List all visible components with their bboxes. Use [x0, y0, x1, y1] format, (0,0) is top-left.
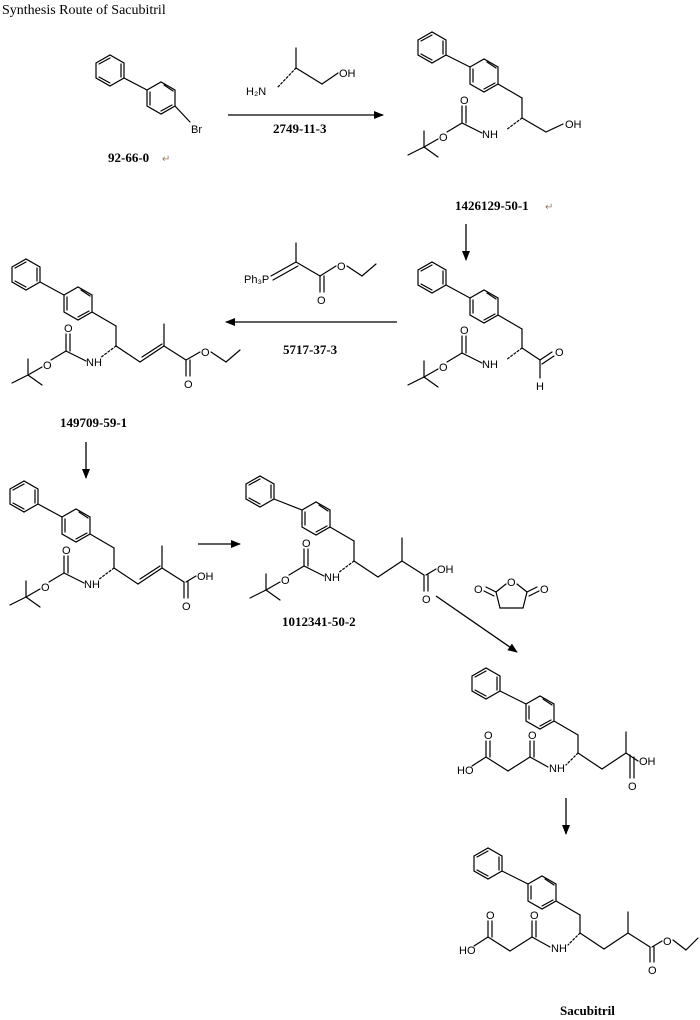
atom-label-o: O — [281, 575, 290, 587]
compound-sacubitril: O O NH O O HO — [459, 847, 699, 977]
atom-label-o: O — [64, 323, 73, 335]
atom-label-o: O — [422, 594, 431, 606]
cas-number-2749-11-3: 2749-11-3 — [273, 121, 327, 136]
atom-label-ph3p: Ph₃P — [244, 274, 269, 286]
cas-number-5717-37-3: 5717-37-3 — [283, 342, 338, 357]
compound-boc-amino-alcohol: OH NH O O — [407, 31, 582, 158]
atom-label-oh: OH — [437, 564, 454, 576]
atom-label-o: O — [628, 781, 637, 793]
compound-4-bromobiphenyl: Br — [95, 54, 202, 136]
reagent-wittig-ylide: Ph₃P O O — [244, 242, 377, 307]
atom-label-o: O — [663, 936, 672, 948]
atom-label-o: O — [184, 379, 193, 391]
reaction-arrow-6 — [435, 595, 518, 653]
atom-label-o: O — [337, 261, 346, 273]
atom-label-oh: OH — [197, 571, 214, 583]
cas-number-92-66-0: 92-66-0 — [108, 150, 149, 165]
atom-label-o: O — [62, 545, 71, 557]
atom-label-o: O — [540, 584, 549, 596]
atom-label-nh: NH — [482, 129, 498, 141]
atom-label-o: O — [182, 601, 191, 613]
atom-label-o: O — [43, 360, 52, 372]
reagent-succinic-anhydride: O O O — [474, 577, 549, 609]
atom-label-o: O — [555, 347, 564, 359]
atom-label-o: O — [439, 362, 448, 374]
atom-label-nh: NH — [549, 763, 565, 775]
atom-label-o: O — [507, 577, 516, 589]
compound-sacubitril-acid: OH O NH O O HO — [457, 667, 656, 793]
return-mark: ↵ — [162, 154, 170, 165]
cas-number-1426129-50-1: 1426129-50-1 — [455, 198, 529, 213]
compound-saturated-acid: O OH NH O O — [245, 475, 454, 606]
atom-label-o: O — [474, 584, 483, 596]
atom-label-nh: NH — [482, 359, 498, 371]
atom-label-oh: OH — [339, 68, 356, 80]
atom-label-o: O — [460, 95, 469, 107]
atom-label-o: O — [530, 910, 539, 922]
atom-label-o: O — [648, 965, 657, 977]
atom-label-oh: OH — [639, 756, 656, 768]
atom-label-br: Br — [191, 124, 202, 136]
scheme-title: Synthesis Route of Sacubitril — [2, 3, 166, 18]
atom-label-ho: HO — [457, 765, 474, 777]
cas-number-1012341-50-2: 1012341-50-2 — [282, 614, 356, 629]
atom-label-h2n: H₂N — [246, 86, 266, 98]
atom-label-nh: NH — [84, 579, 100, 591]
atom-label-o: O — [439, 132, 448, 144]
atom-label-o: O — [460, 325, 469, 337]
atom-label-o: O — [41, 582, 50, 594]
atom-label-o: O — [302, 538, 311, 550]
compound-boc-amino-aldehyde: O H NH O O — [407, 261, 564, 393]
return-mark: ↵ — [545, 202, 553, 213]
atom-label-ho: HO — [459, 945, 476, 957]
reagent-aminopropanol: H₂N OH — [246, 47, 356, 98]
atom-label-nh: NH — [324, 572, 340, 584]
atom-label-o: O — [484, 730, 493, 742]
atom-label-o: O — [317, 295, 326, 307]
atom-label-o: O — [528, 730, 537, 742]
compound-unsaturated-acid: O OH NH O O — [9, 480, 214, 613]
atom-label-o: O — [201, 347, 210, 359]
final-product-name: Sacubitril — [560, 1003, 615, 1018]
compound-unsaturated-ester: O O NH O O — [11, 258, 241, 391]
atom-label-nh: NH — [551, 943, 567, 955]
atom-label-nh: NH — [86, 357, 102, 369]
cas-number-149709-59-1: 149709-59-1 — [60, 415, 127, 430]
atom-label-oh: OH — [565, 119, 582, 131]
atom-label-o: O — [486, 910, 495, 922]
atom-label-h: H — [536, 381, 544, 393]
